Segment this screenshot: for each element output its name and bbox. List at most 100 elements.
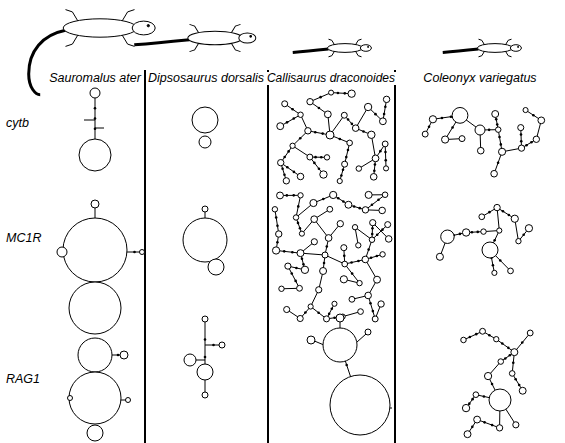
mutation-step (371, 227, 374, 230)
mutation-step (521, 341, 524, 344)
mutation-step (291, 251, 294, 254)
mutation-step (343, 92, 346, 95)
mutation-step (488, 211, 491, 214)
mutation-step (117, 354, 120, 357)
mutation-step (283, 250, 286, 253)
haplotype-circle (382, 141, 388, 147)
haplotype-circle (482, 242, 498, 258)
mutation-step (383, 113, 386, 116)
haplotype-circle (357, 280, 362, 285)
haplotype-circle (325, 235, 332, 242)
haplotype-circle (202, 316, 208, 322)
haplotype-circle (368, 131, 375, 138)
haplotype-circle (518, 145, 524, 151)
mutation-step (384, 159, 387, 162)
mutation-step (345, 364, 348, 367)
mutation-step (314, 156, 317, 159)
haplotype-circle (508, 268, 514, 274)
haplotype-circle (452, 107, 468, 123)
haplotype-circle (347, 140, 353, 146)
mutation-step (469, 336, 472, 339)
mutation-step (369, 302, 372, 305)
haplotype-circle (342, 261, 348, 267)
haplotype-circle (462, 229, 469, 236)
mutation-step (331, 308, 334, 311)
mutation-step (492, 264, 495, 267)
column-divider (267, 70, 269, 443)
haplotype-circle (183, 218, 227, 262)
mutation-step (325, 245, 328, 248)
mutation-step (322, 198, 325, 201)
mutation-step (370, 256, 373, 259)
haplotype-circle (68, 396, 73, 401)
haplotype-circle (69, 282, 121, 334)
network-link (357, 334, 366, 342)
mutation-step (362, 130, 365, 133)
haplotype-circle (202, 392, 208, 398)
haplotype-circle (341, 112, 347, 118)
haplotype-circle (329, 90, 334, 95)
mutation-step (491, 424, 494, 427)
mutation-step (367, 248, 370, 251)
mutation-step (525, 144, 528, 147)
haplotype-circle (311, 239, 317, 245)
haplotype-circle (378, 301, 384, 307)
network-link (95, 128, 104, 129)
haplotype-circle (459, 136, 465, 142)
mutation-step (319, 96, 322, 99)
network-link (385, 144, 387, 168)
haplotype-circle (322, 252, 328, 258)
haplotype-circle (307, 99, 313, 105)
mutation-step (287, 150, 290, 153)
mutation-step (509, 354, 512, 357)
haplotype-circle (279, 286, 284, 291)
haplotype-circle (473, 392, 479, 398)
haplotype-circle (298, 112, 303, 117)
lizard-illustration (134, 24, 256, 51)
mutation-step (339, 138, 342, 141)
haplotype-circle (297, 173, 304, 180)
haplotype-circle (509, 371, 515, 377)
mutation-step (384, 151, 387, 154)
haplotype-circle (496, 425, 502, 431)
haplotype-circle (477, 147, 484, 154)
haplotype-circle (370, 220, 376, 226)
haplotype-circle (297, 315, 303, 321)
mutation-step (374, 163, 377, 166)
haplotype-circle (197, 364, 213, 380)
haplotype-circle (297, 250, 304, 257)
haplotype-circle (208, 259, 224, 275)
mutation-step (504, 357, 507, 360)
mutation-step (501, 342, 504, 345)
haplotype-circle (511, 349, 518, 356)
mutation-step (323, 262, 326, 265)
mutation-step (471, 426, 474, 429)
haplotype-circle (349, 296, 355, 302)
haplotype-circle (475, 125, 485, 135)
mutation-step (294, 280, 297, 283)
haplotype-circle (277, 123, 284, 130)
haplotype-circle (494, 337, 499, 342)
haplotype-circle (484, 372, 491, 379)
haplotype-circle (316, 287, 322, 293)
mutation-step (483, 421, 486, 424)
mutation-step (317, 311, 320, 314)
haplotype-circle (374, 276, 381, 283)
haplotype-circle (462, 404, 469, 411)
mutation-step (532, 114, 535, 117)
mutation-step (357, 260, 360, 263)
haplotype-circle (364, 103, 371, 110)
haplotype-circle (293, 215, 298, 220)
gene-label: MC1R (4, 232, 43, 246)
mutation-step (468, 402, 471, 405)
haplotype-circle (290, 143, 295, 148)
haplotype-circle (372, 316, 378, 322)
mutation-step (374, 113, 377, 116)
mutation-step (318, 107, 321, 110)
haplotype-circle (370, 174, 377, 181)
haplotype-circle (337, 221, 343, 227)
mutation-step (276, 241, 279, 244)
mutation-step (493, 239, 496, 242)
network-link (95, 207, 96, 218)
haplotype-circle (276, 231, 282, 237)
